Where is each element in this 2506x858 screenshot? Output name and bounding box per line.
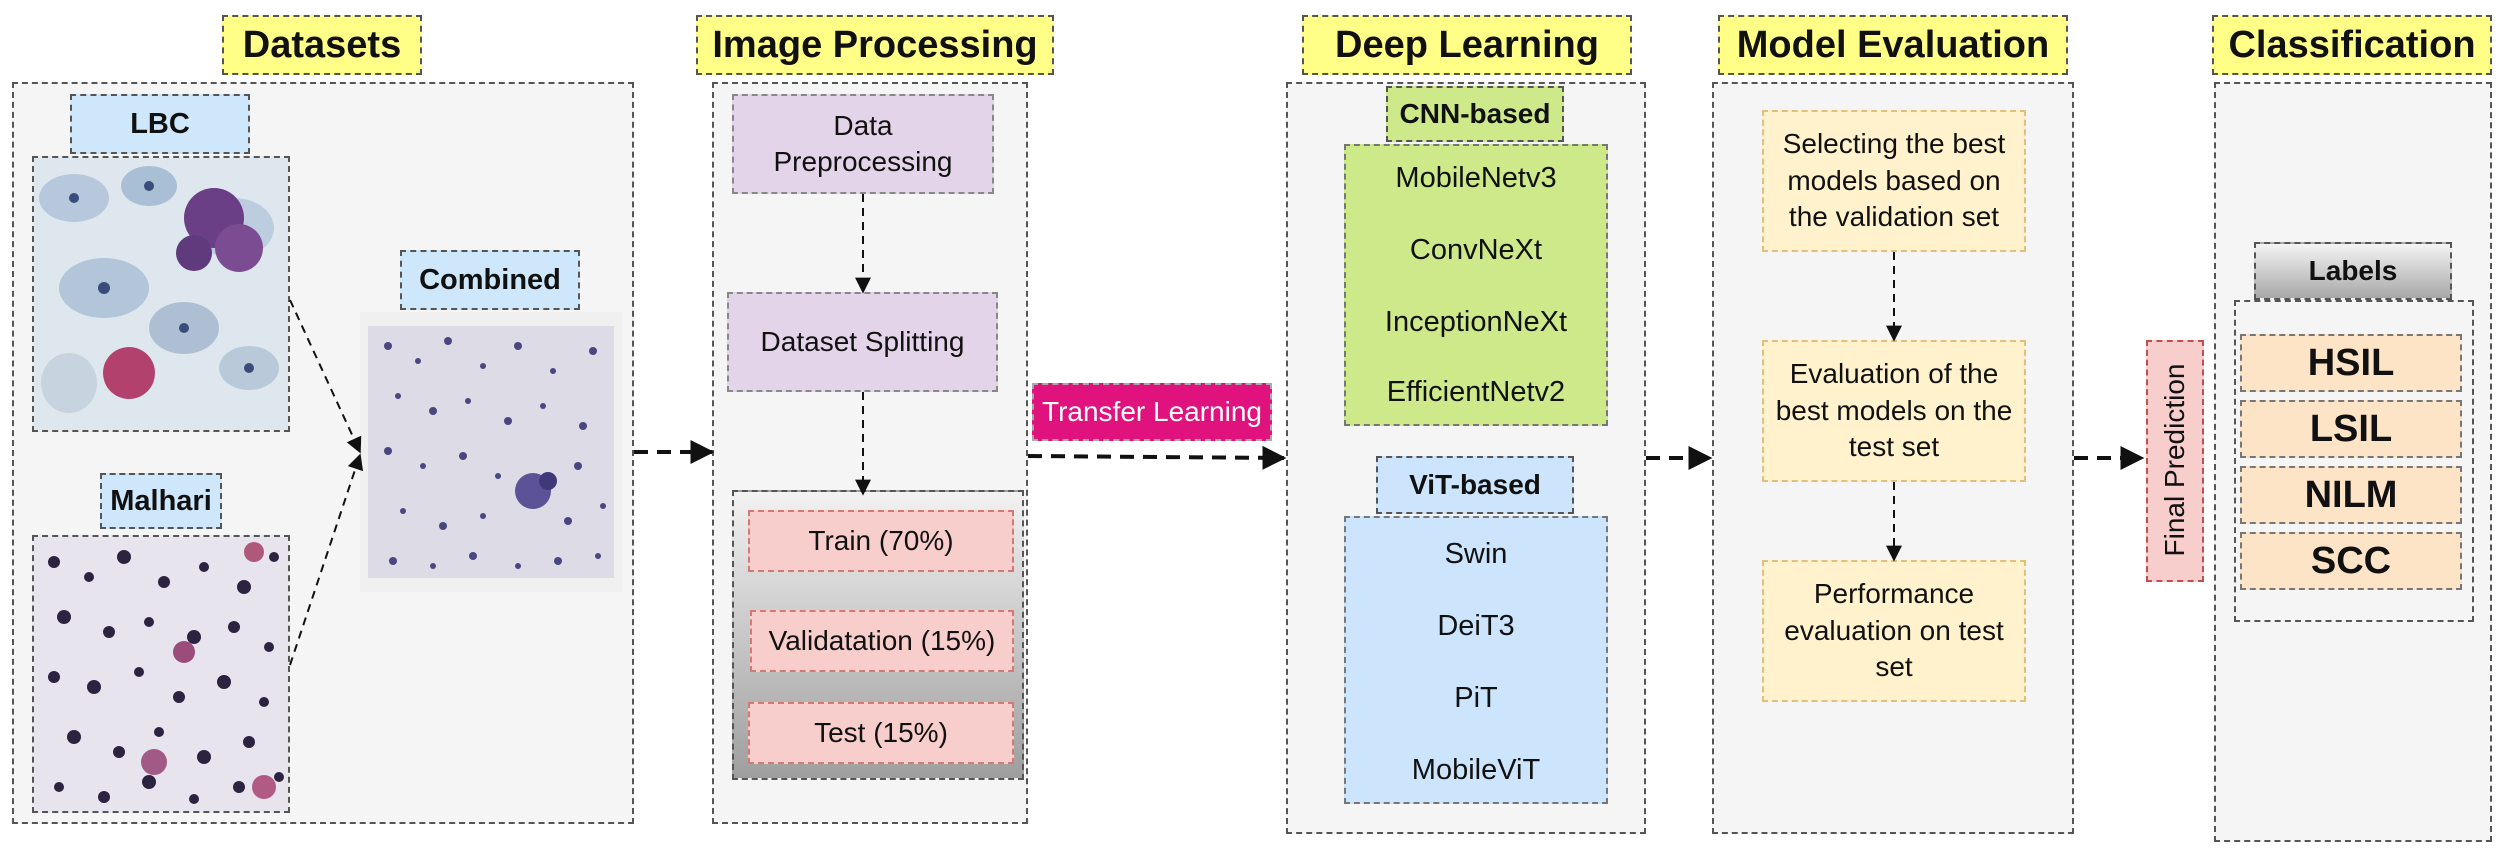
transfer-learning-label: Transfer Learning <box>1032 383 1272 441</box>
data-preprocessing-box: Data Preprocessing <box>732 94 994 194</box>
deep-learning-header: Deep Learning <box>1302 15 1632 75</box>
eval-step-select-box: Selecting the best models based on the v… <box>1762 110 2026 252</box>
label-item: HSIL <box>2240 334 2462 392</box>
labels-title: Labels <box>2254 242 2452 300</box>
lbc-cell-image <box>34 158 288 430</box>
cnn-models-box: MobileNetv3 ConvNeXt InceptionNeXt Effic… <box>1344 144 1608 426</box>
cnn-based-tag: CNN-based <box>1386 86 1564 142</box>
combined-tag: Combined <box>400 250 580 310</box>
vit-model: MobileViT <box>1411 754 1541 786</box>
classification-header: Classification <box>2212 15 2492 75</box>
vit-models-box: Swin DeiT3 PiT MobileViT <box>1344 516 1608 804</box>
cnn-model: MobileNetv3 <box>1395 162 1557 194</box>
image-processing-header: Image Processing <box>696 15 1054 75</box>
malhari-image <box>32 535 290 813</box>
datasets-header: Datasets <box>222 15 422 75</box>
malhari-to-combined-arrow <box>289 453 364 666</box>
model-evaluation-header: Model Evaluation <box>1718 15 2068 75</box>
train-split-box: Train (70%) <box>748 510 1014 572</box>
eval-step-test-box: Evaluation of the best models on the tes… <box>1762 340 2026 482</box>
test-split-box: Test (15%) <box>748 702 1014 764</box>
malhari-cell-image <box>34 537 288 811</box>
malhari-tag: Malhari <box>100 473 222 529</box>
cnn-model: InceptionNeXt <box>1384 306 1568 338</box>
label-item: LSIL <box>2240 400 2462 458</box>
vit-model: Swin <box>1444 538 1508 570</box>
final-prediction-box <box>2146 340 2204 582</box>
cnn-model: EfficientNetv2 <box>1386 376 1566 408</box>
combined-image <box>360 312 622 592</box>
combined-cell-image <box>368 326 614 578</box>
cnn-model: ConvNeXt <box>1409 234 1543 266</box>
label-item: SCC <box>2240 532 2462 590</box>
vit-based-tag: ViT-based <box>1376 456 1574 514</box>
lbc-to-combined-arrow <box>289 299 362 454</box>
validation-split-box: Validatation (15%) <box>750 610 1014 672</box>
lbc-tag: LBC <box>70 94 250 154</box>
processing-to-deep-learning-arrow <box>1027 445 1287 470</box>
dataset-splitting-box: Dataset Splitting <box>727 292 998 392</box>
lbc-image <box>32 156 290 432</box>
label-item: NILM <box>2240 466 2462 524</box>
vit-model: DeiT3 <box>1437 610 1515 642</box>
vit-model: PiT <box>1454 682 1498 714</box>
